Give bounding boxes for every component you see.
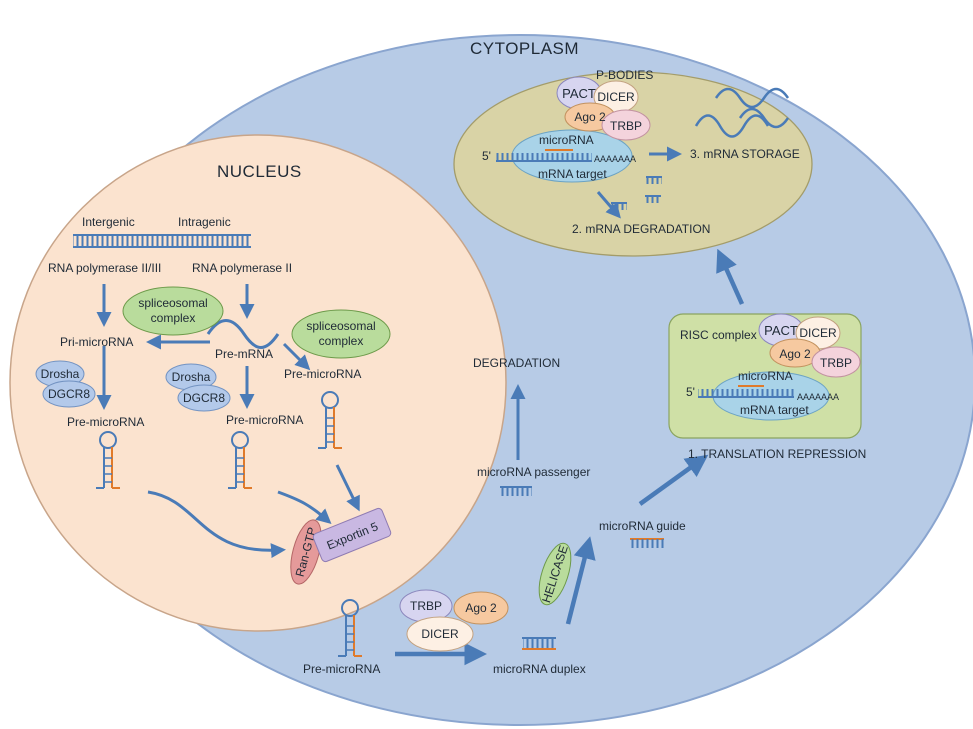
p-bodies-label: P-BODIES bbox=[596, 68, 653, 82]
risc-proteins: PACT DICER Ago 2 TRBP bbox=[758, 313, 861, 378]
hairpin-right bbox=[318, 391, 342, 449]
spliceosomal-complex-1: spliceosomal complex bbox=[122, 286, 224, 336]
risc-polya: AAAAAAA bbox=[797, 392, 839, 402]
microrna-duplex-label: microRNA duplex bbox=[493, 662, 586, 676]
dicer-complex: TRBP Ago 2 DICER bbox=[399, 589, 509, 652]
drosha-dgcr8-mid: Drosha DGCR8 bbox=[165, 363, 231, 412]
svg-text:DICER: DICER bbox=[799, 326, 837, 340]
pre-microrna-mid-label: Pre-microRNA bbox=[226, 413, 303, 427]
cytoplasm-label: CYTOPLASM bbox=[470, 39, 579, 58]
degradation-label: DEGRADATION bbox=[473, 356, 560, 370]
svg-text:Drosha: Drosha bbox=[41, 367, 80, 381]
svg-text:spliceosomal: spliceosomal bbox=[306, 319, 375, 333]
hairpin-cytoplasm bbox=[338, 599, 362, 657]
svg-text:DICER: DICER bbox=[421, 627, 459, 641]
risc-mrna-target-label: mRNA target bbox=[740, 403, 809, 417]
stored-mrna-waves bbox=[694, 87, 790, 138]
rna-pol-2-label: RNA polymerase II bbox=[192, 261, 292, 275]
svg-text:Ago 2: Ago 2 bbox=[779, 347, 811, 361]
pbody-proteins: PACT DICER Ago 2 TRBP bbox=[556, 76, 651, 141]
pre-microrna-right-label: Pre-microRNA bbox=[284, 367, 361, 381]
arrow-hairpin-left-to-exportin bbox=[147, 490, 286, 559]
svg-text:TRBP: TRBP bbox=[820, 356, 852, 370]
mrna-storage-label: 3. mRNA STORAGE bbox=[690, 147, 800, 161]
arrow-hairpin-mid-to-exportin bbox=[277, 490, 332, 524]
arrow-hairpin-right-to-exportin bbox=[335, 464, 360, 512]
arrow-to-degradation bbox=[596, 191, 621, 219]
translation-repression-label: 1. TRANSLATION REPRESSION bbox=[688, 447, 866, 461]
svg-text:complex: complex bbox=[319, 334, 364, 348]
pre-mrna-label: Pre-mRNA bbox=[215, 347, 273, 361]
svg-text:DICER: DICER bbox=[597, 90, 635, 104]
microrna-passenger-strand bbox=[500, 486, 532, 496]
p-bodies-region bbox=[453, 71, 813, 257]
pbody-mrna-strand bbox=[496, 149, 592, 162]
pbody-five-prime: 5' bbox=[482, 149, 491, 163]
svg-text:Ago 2: Ago 2 bbox=[465, 601, 497, 615]
svg-text:Drosha: Drosha bbox=[172, 370, 211, 384]
pbody-mrna-target-label: mRNA target bbox=[538, 167, 607, 181]
svg-text:PACT: PACT bbox=[562, 86, 596, 101]
intragenic-label: Intragenic bbox=[178, 215, 231, 229]
rna-pol-2-3-label: RNA polymerase II/III bbox=[48, 261, 161, 275]
pre-microrna-left-label: Pre-microRNA bbox=[67, 415, 144, 429]
svg-text:PACT: PACT bbox=[764, 323, 798, 338]
arrow-guide-to-risc bbox=[638, 454, 709, 506]
svg-text:complex: complex bbox=[151, 311, 196, 325]
pri-microrna-label: Pri-microRNA bbox=[60, 335, 133, 349]
microrna-duplex bbox=[522, 637, 556, 650]
svg-text:Ago 2: Ago 2 bbox=[574, 110, 606, 124]
nucleus-region bbox=[9, 134, 507, 632]
arrow-risc-to-pbodies bbox=[716, 248, 745, 305]
hairpin-mid bbox=[228, 431, 252, 489]
risc-mrna-strand bbox=[698, 385, 794, 398]
risc-five-prime: 5' bbox=[686, 385, 695, 399]
svg-text:spliceosomal: spliceosomal bbox=[138, 296, 207, 310]
mrna-degradation-label: 2. mRNA DEGRADATION bbox=[572, 222, 710, 236]
svg-text:DGCR8: DGCR8 bbox=[183, 391, 225, 405]
hairpin-left bbox=[96, 431, 120, 489]
svg-text:TRBP: TRBP bbox=[610, 119, 642, 133]
nucleus-label: NUCLEUS bbox=[217, 162, 302, 181]
pbody-polya: AAAAAAA bbox=[594, 154, 636, 164]
microrna-passenger-label: microRNA passenger bbox=[477, 465, 590, 479]
microrna-guide-strand bbox=[630, 538, 664, 548]
spliceosomal-complex-2: spliceosomal complex bbox=[291, 309, 391, 359]
risc-microrna-label: microRNA bbox=[738, 369, 793, 383]
risc-complex-label: RISC complex bbox=[680, 328, 757, 342]
arrow-premrna-to-premicro bbox=[282, 342, 311, 371]
svg-text:TRBP: TRBP bbox=[410, 599, 442, 613]
intergenic-label: Intergenic bbox=[82, 215, 135, 229]
pre-mrna-wave bbox=[206, 319, 280, 349]
cyto-pre-microrna-label: Pre-microRNA bbox=[303, 662, 380, 676]
dna-ladder bbox=[73, 234, 251, 248]
microrna-guide-label: microRNA guide bbox=[599, 519, 686, 533]
pbody-microrna-label: microRNA bbox=[539, 133, 594, 147]
arrow-helicase-unwinding bbox=[565, 536, 596, 625]
drosha-dgcr8-left: Drosha DGCR8 bbox=[35, 360, 96, 408]
svg-text:DGCR8: DGCR8 bbox=[48, 387, 90, 401]
